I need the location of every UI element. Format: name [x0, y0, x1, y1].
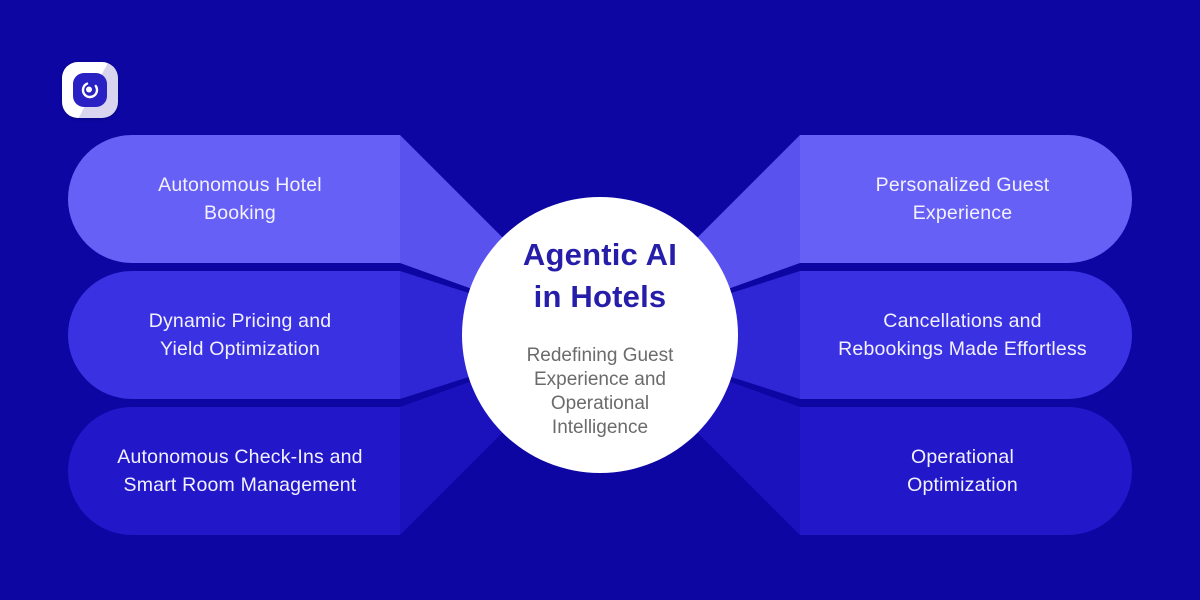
node-autonomous-checkins-smart-room: Autonomous Check-Ins and Smart Room Mana… — [117, 446, 363, 496]
pill-right-top — [800, 135, 1132, 263]
diagram-title: Agentic AI in Hotels — [522, 237, 678, 314]
node-cancellations-rebookings: Cancellations and Rebookings Made Effort… — [838, 310, 1087, 360]
pill-right-bottom — [800, 407, 1132, 535]
c-ring-logo-icon — [81, 81, 99, 99]
node-dynamic-pricing-yield-optimization: Dynamic Pricing and Yield Optimization — [148, 310, 332, 360]
center-content: Agentic AI in Hotels Redefining Guest Ex… — [475, 234, 725, 440]
pill-left-top — [68, 135, 400, 263]
diagram-subtitle: Redefining Guest Experience and Operatio… — [526, 345, 674, 438]
pill-left-middle — [68, 271, 400, 399]
node-personalized-guest-experience: Personalized Guest Experience — [875, 174, 1050, 224]
center-circle — [462, 197, 738, 473]
pill-left-bottom — [68, 407, 400, 535]
pill-right-middle — [800, 271, 1132, 399]
node-operational-optimization: Operational Optimization — [907, 446, 1018, 496]
brand-logo — [62, 62, 118, 118]
brand-logo-tile — [73, 73, 107, 107]
node-autonomous-hotel-booking: Autonomous Hotel Booking — [158, 174, 322, 224]
